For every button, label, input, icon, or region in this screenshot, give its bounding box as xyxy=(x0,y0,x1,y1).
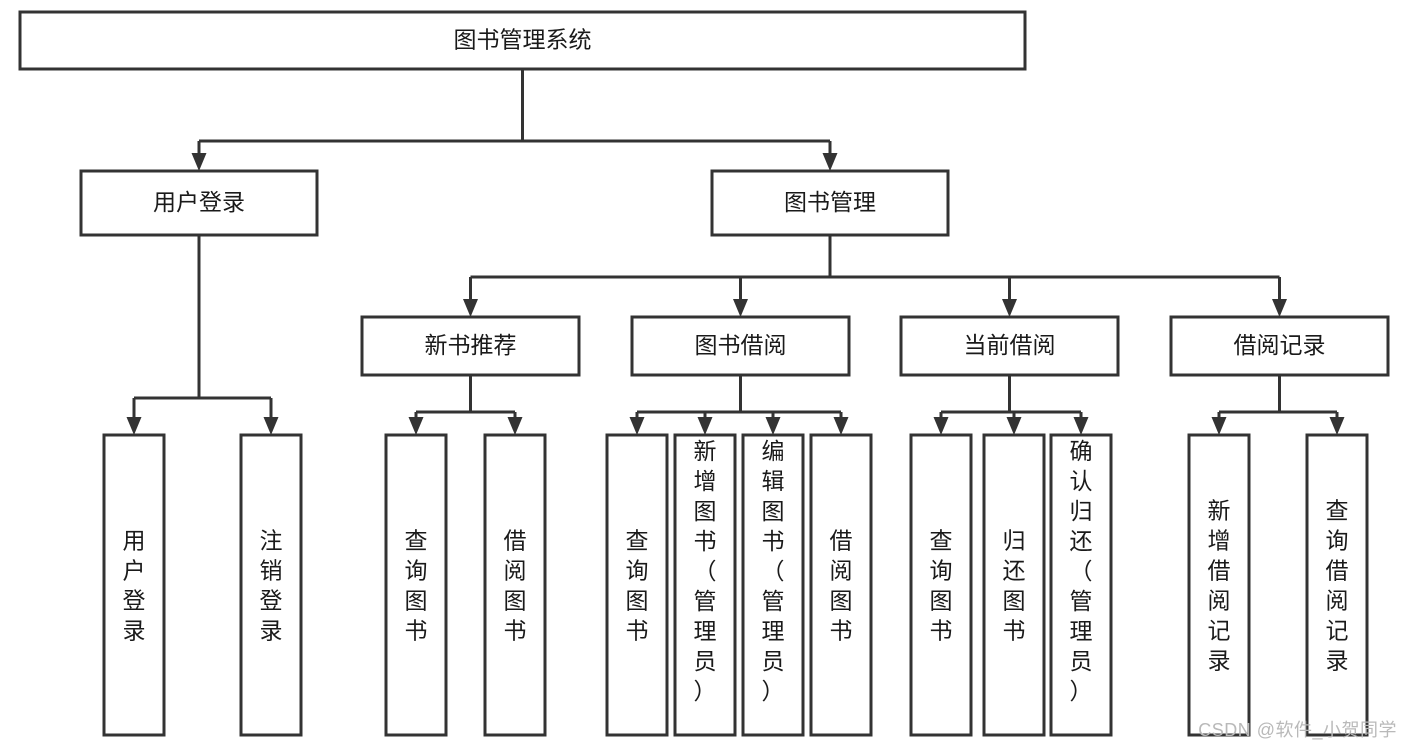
node-leaf-edit-book[interactable]: 编辑图书（管理员） xyxy=(741,433,805,737)
node-label: 编辑图书（管理员） xyxy=(762,438,785,704)
node-label: 确认归还（管理员） xyxy=(1070,438,1093,704)
node-label: 用户登录 xyxy=(153,189,245,215)
arrow-head-icon xyxy=(697,417,713,435)
arrow-head-icon xyxy=(263,417,279,435)
node-leaf-add-book[interactable]: 新增图书（管理员） xyxy=(673,433,737,737)
arrow-head-icon xyxy=(126,417,142,435)
node-label: 图书管理系统 xyxy=(454,27,592,53)
arrow-head-icon xyxy=(822,153,838,171)
node-box[interactable] xyxy=(102,433,166,737)
watermark-label: CSDN @软件_小贺同学 xyxy=(1198,720,1397,740)
node-leaf-user-logout[interactable]: 注销登录 xyxy=(239,433,303,737)
node-borrow-record[interactable]: 借阅记录 xyxy=(1169,315,1390,377)
node-book-manage[interactable]: 图书管理 xyxy=(710,169,950,237)
node-leaf-borrow-book-rec[interactable]: 借阅图书 xyxy=(483,433,547,737)
node-box[interactable] xyxy=(909,433,973,737)
node-box[interactable] xyxy=(360,315,581,377)
node-box[interactable] xyxy=(741,433,805,737)
node-label: 注销登录 xyxy=(260,527,283,643)
node-label: 新书推荐 xyxy=(425,332,517,358)
arrow-head-icon xyxy=(463,299,478,317)
node-box[interactable] xyxy=(809,433,873,737)
node-leaf-query-book-bor[interactable]: 查询图书 xyxy=(605,433,669,737)
node-user-login[interactable]: 用户登录 xyxy=(79,169,319,237)
arrow-head-icon xyxy=(933,417,949,435)
node-book-borrow[interactable]: 图书借阅 xyxy=(630,315,851,377)
arrow-head-icon xyxy=(765,417,781,435)
node-label: 借阅图书 xyxy=(830,527,853,643)
node-box[interactable] xyxy=(483,433,547,737)
arrow-head-icon xyxy=(1211,417,1227,435)
node-label: 查询借阅记录 xyxy=(1326,497,1349,673)
node-leaf-query-book-cur[interactable]: 查询图书 xyxy=(909,433,973,737)
arrow-head-icon xyxy=(733,299,748,317)
node-box[interactable] xyxy=(605,433,669,737)
node-label: 图书管理 xyxy=(784,189,876,215)
node-label: 图书借阅 xyxy=(695,332,787,358)
node-box[interactable] xyxy=(79,169,319,237)
node-label: 新增借阅记录 xyxy=(1208,497,1231,673)
node-box[interactable] xyxy=(18,10,1027,71)
node-label: 查询图书 xyxy=(626,527,649,643)
node-label: 用户登录 xyxy=(123,527,146,643)
node-leaf-user-login[interactable]: 用户登录 xyxy=(102,433,166,737)
node-box[interactable] xyxy=(673,433,737,737)
node-box[interactable] xyxy=(1169,315,1390,377)
node-leaf-query-book-rec[interactable]: 查询图书 xyxy=(384,433,448,737)
node-label: 借阅记录 xyxy=(1234,332,1326,358)
node-label: 查询图书 xyxy=(930,527,953,643)
node-box[interactable] xyxy=(710,169,950,237)
node-label: 当前借阅 xyxy=(964,332,1056,358)
node-leaf-query-record[interactable]: 查询借阅记录 xyxy=(1305,433,1369,737)
arrow-head-icon xyxy=(1006,417,1022,435)
node-label: 归还图书 xyxy=(1003,527,1026,643)
node-box[interactable] xyxy=(982,433,1046,737)
arrow-head-icon xyxy=(507,417,523,435)
node-box[interactable] xyxy=(899,315,1120,377)
node-box[interactable] xyxy=(1187,433,1251,737)
node-box[interactable] xyxy=(384,433,448,737)
node-box[interactable] xyxy=(1305,433,1369,737)
node-root[interactable]: 图书管理系统 xyxy=(18,10,1027,71)
node-leaf-return-book[interactable]: 归还图书 xyxy=(982,433,1046,737)
node-leaf-add-record[interactable]: 新增借阅记录 xyxy=(1187,433,1251,737)
node-box[interactable] xyxy=(630,315,851,377)
node-label: 查询图书 xyxy=(405,527,428,643)
node-box[interactable] xyxy=(1049,433,1113,737)
arrow-head-icon xyxy=(1002,299,1017,317)
node-label: 借阅图书 xyxy=(504,527,527,643)
node-box[interactable] xyxy=(239,433,303,737)
arrow-head-icon xyxy=(629,417,645,435)
arrow-head-icon xyxy=(1073,417,1089,435)
arrow-head-icon xyxy=(833,417,849,435)
connector-layer xyxy=(126,69,1345,435)
arrow-head-icon xyxy=(191,153,207,171)
arrow-head-icon xyxy=(408,417,424,435)
node-leaf-confirm-return[interactable]: 确认归还（管理员） xyxy=(1049,433,1113,737)
node-label: 新增图书（管理员） xyxy=(694,438,717,704)
node-leaf-borrow-book-bor[interactable]: 借阅图书 xyxy=(809,433,873,737)
arrow-head-icon xyxy=(1272,299,1287,317)
node-layer: 图书管理系统用户登录图书管理新书推荐图书借阅当前借阅借阅记录用户登录注销登录查询… xyxy=(18,10,1390,737)
node-new-book-recommend[interactable]: 新书推荐 xyxy=(360,315,581,377)
node-current-borrow[interactable]: 当前借阅 xyxy=(899,315,1120,377)
arrow-head-icon xyxy=(1329,417,1345,435)
